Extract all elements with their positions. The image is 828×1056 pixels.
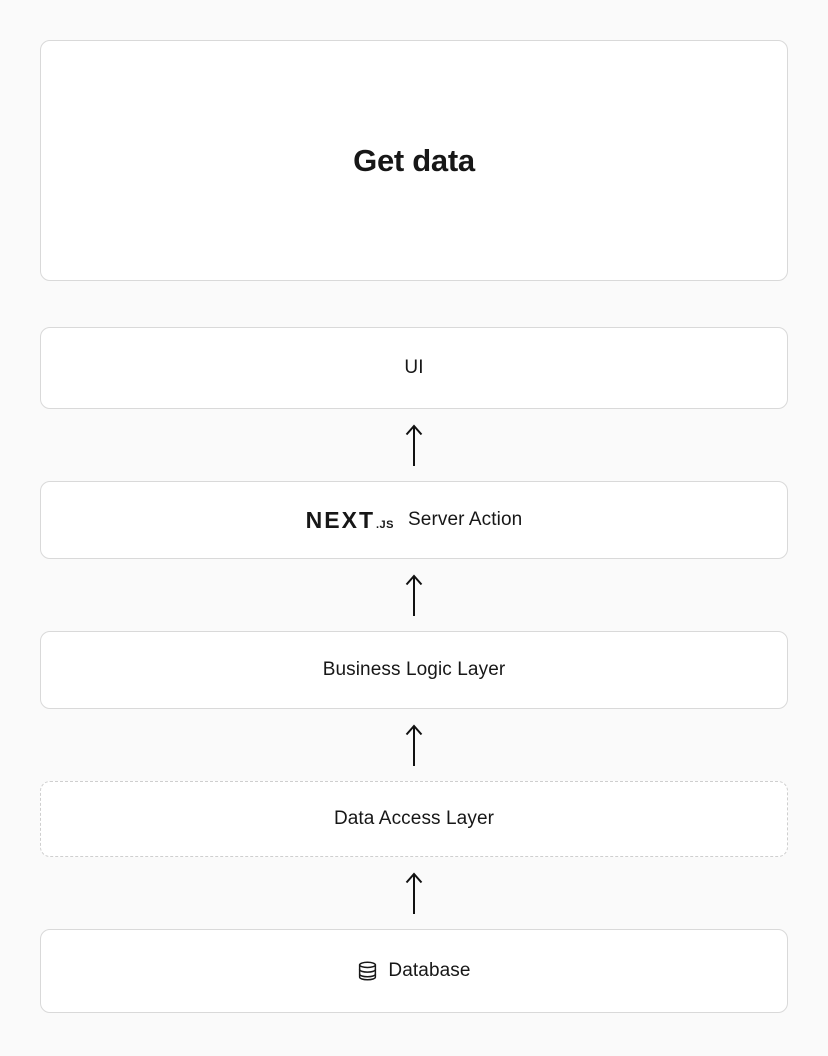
nextjs-logo: NEXT.JS	[305, 506, 395, 533]
up-arrow-icon	[405, 574, 423, 616]
flow-arrow	[401, 871, 427, 915]
up-arrow-icon	[405, 872, 423, 914]
database-row: Database	[357, 960, 470, 982]
layer-card-data-access: Data Access Layer	[40, 781, 788, 857]
diagram-title: Get data	[353, 142, 475, 178]
up-arrow-icon	[405, 724, 423, 766]
layer-label-database: Database	[388, 960, 471, 981]
flow-arrow	[401, 723, 427, 767]
flow-arrow	[401, 573, 427, 617]
nextjs-wordmark: NEXT	[305, 506, 375, 533]
layer-label-data-access: Data Access Layer	[333, 808, 495, 829]
layer-card-server-action: NEXT.JS Server Action	[40, 481, 788, 559]
layer-card-ui: UI	[40, 327, 788, 409]
up-arrow-icon	[405, 424, 423, 466]
database-icon	[359, 961, 377, 981]
flow-arrow	[401, 423, 427, 467]
layer-label-ui: UI	[404, 357, 424, 378]
layer-card-business-logic: Business Logic Layer	[40, 631, 788, 709]
layer-card-database: Database	[40, 929, 788, 1013]
layer-label-server-action: Server Action	[408, 509, 523, 530]
layer-label-business-logic: Business Logic Layer	[322, 659, 506, 680]
nextjs-wordmark-suffix: .JS	[376, 518, 395, 531]
get-data-card: Get data	[40, 40, 788, 281]
